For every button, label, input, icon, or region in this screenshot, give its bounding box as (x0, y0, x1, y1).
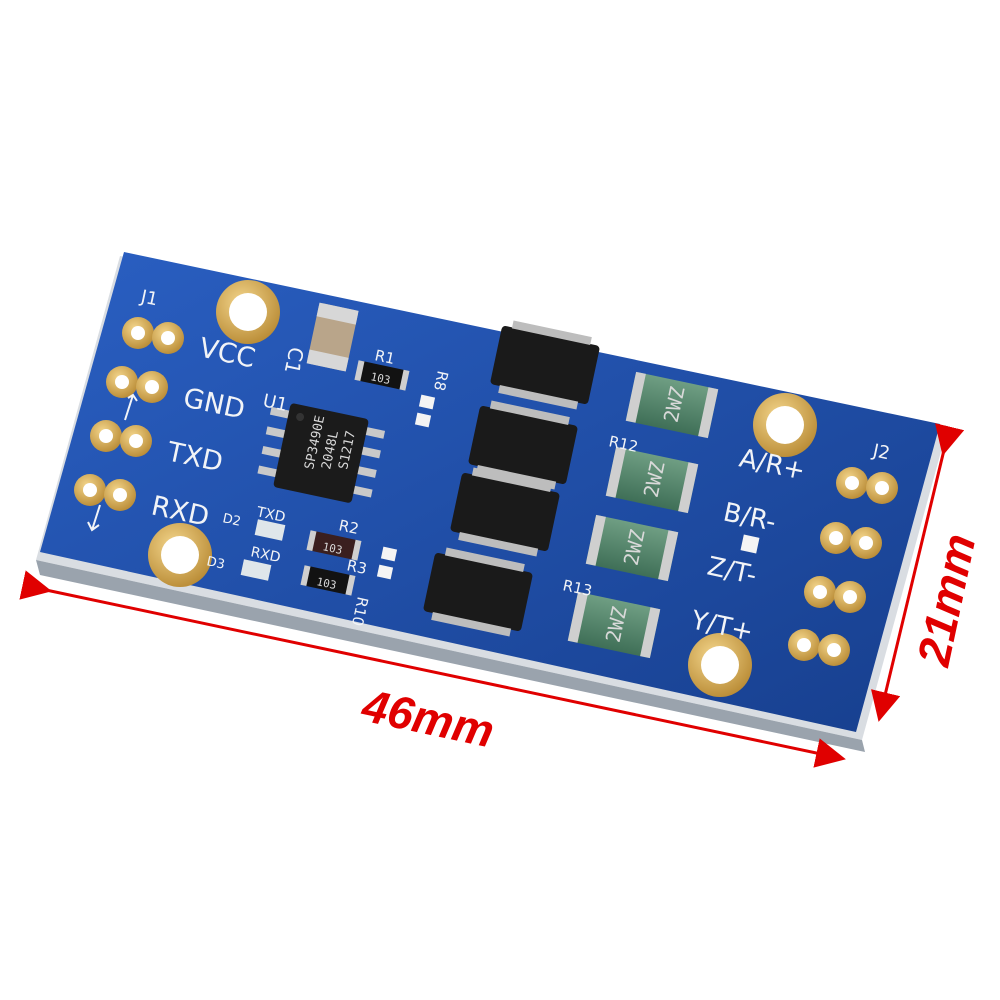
ref-label-c1: C1 (280, 345, 309, 376)
ref-label-r2: R2 (337, 516, 360, 538)
dimension-width-arrow (19, 570, 846, 768)
polyfuse-1 (625, 371, 719, 439)
header-label-j1: J1 (138, 286, 160, 310)
dimension-height-arrow (871, 423, 965, 722)
resistor-r1-code: 103 (369, 370, 391, 387)
led-txd (254, 519, 286, 541)
arrow-down-icon (87, 504, 101, 532)
ref-label-d3: D3 (205, 554, 226, 572)
polyfuse-3 (585, 514, 679, 582)
ref-label-r1: R1 (373, 346, 396, 368)
polyfuse-2 (605, 446, 699, 514)
ref-label-r12: R12 (607, 432, 640, 456)
resistor-r2 (306, 530, 362, 561)
ref-label-d2: D2 (221, 511, 242, 529)
ic-u1-chip (257, 403, 386, 503)
resistor-r2-code: 103 (321, 540, 343, 557)
left-header-pads (74, 317, 184, 511)
arrow-up-icon (124, 393, 138, 421)
ref-label-u1: U1 (261, 390, 289, 416)
led-label-rxd: RXD (249, 544, 282, 566)
led-label-txd: TXD (254, 504, 287, 526)
ref-label-r8: R8 (430, 369, 452, 392)
capacitor-c1 (306, 302, 359, 372)
dimension-width-label: 46mm (357, 679, 499, 758)
resistor-r1 (354, 360, 410, 391)
